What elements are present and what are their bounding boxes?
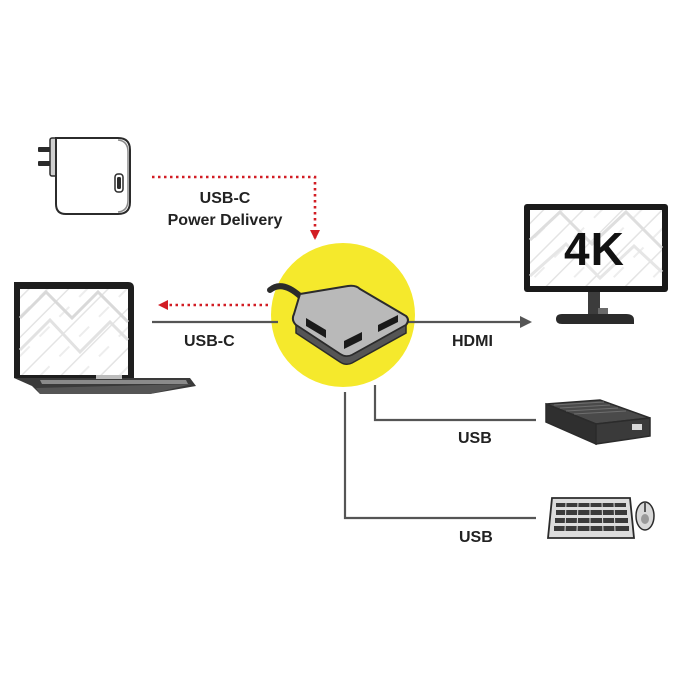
laptop-link-label: USB-C	[184, 333, 235, 350]
keyboard-link-line	[343, 392, 536, 520]
power-delivery-label-line1: USB-C	[199, 190, 251, 207]
drive-link-line	[373, 385, 536, 422]
mouse-icon	[635, 501, 655, 531]
keyboard-link-label: USB	[459, 529, 493, 546]
drive-link-label: USB	[458, 430, 492, 447]
power-arrow-in	[152, 175, 320, 240]
monitor-icon	[524, 204, 668, 324]
power-delivery-label: USB-C Power Delivery	[150, 188, 300, 232]
connector-lines	[152, 316, 536, 520]
monitor-link-label: HDMI	[452, 333, 493, 350]
usb-c-hub-icon	[267, 283, 409, 366]
power-arrows	[152, 175, 320, 310]
monitor-4k-badge: 4K	[564, 223, 625, 275]
power-delivery-label-line2: Power Delivery	[167, 212, 283, 229]
keyboard-icon	[547, 497, 635, 539]
power-adapter-icon	[38, 137, 131, 215]
external-drive-icon	[545, 399, 651, 446]
laptop-icon	[14, 282, 196, 394]
